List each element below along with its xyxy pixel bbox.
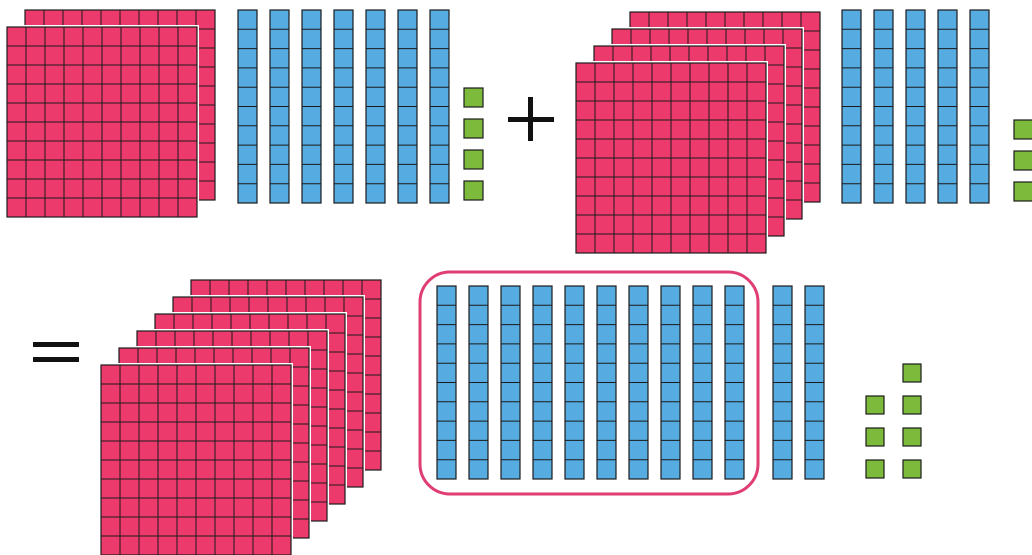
ten-rod [725,286,744,479]
one-cube [903,396,921,414]
one-cube [464,119,483,138]
sum-blocks [99,272,921,555]
one-cube [464,181,483,200]
plus-sign [508,97,554,141]
one-cube [1014,182,1032,201]
ten-rod [629,286,648,479]
ten-rod [565,286,584,479]
ten-rod [938,10,957,203]
one-cube [464,150,483,169]
ten-rod [661,286,680,479]
ten-rod [398,10,417,203]
hundred-flat [5,25,199,219]
one-cube [866,396,884,414]
ten-rod [238,10,257,203]
ten-rod [437,286,456,479]
hundred-flat [574,61,768,255]
addend-2-blocks [574,10,1032,255]
ten-rod [597,286,616,479]
one-cube [866,460,884,478]
ten-rod [501,286,520,479]
ten-rod [773,286,792,479]
equals-sign [33,342,79,362]
ten-rod [270,10,289,203]
one-cube [464,88,483,107]
ten-rod [906,10,925,203]
ten-rod [805,286,824,479]
one-cube [866,428,884,446]
ten-rod [970,10,989,203]
ten-rod [334,10,353,203]
hundred-flat [99,363,293,555]
one-cube [903,364,921,382]
ten-rod [302,10,321,203]
ten-rod [874,10,893,203]
ten-rod [842,10,861,203]
one-cube [903,428,921,446]
addend-1-blocks [5,8,483,219]
ten-rod [430,10,449,203]
ten-rod [533,286,552,479]
ten-rod [469,286,488,479]
ten-rod [366,10,385,203]
one-cube [903,460,921,478]
one-cube [1014,120,1032,139]
ten-rod [693,286,712,479]
one-cube [1014,151,1032,170]
